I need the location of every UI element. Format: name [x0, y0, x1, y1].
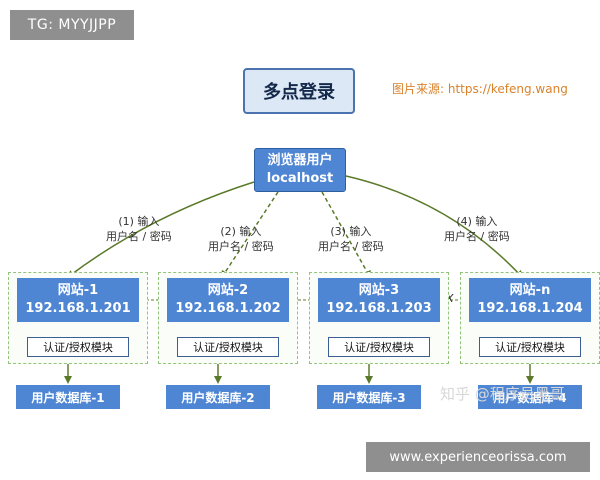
site-3-frame: 网站-3 192.168.1.203 认证/授权模块: [309, 272, 449, 364]
step-number: (3) 输入: [330, 225, 372, 238]
site-ip: 192.168.1.202: [175, 301, 281, 316]
site-3-auth-module: 认证/授权模块: [328, 337, 430, 357]
step-number: (2) 输入: [220, 225, 262, 238]
site-name: 网站-1: [57, 283, 99, 298]
url-badge: www.experienceorissa.com: [366, 442, 590, 472]
site-2-header: 网站-2 192.168.1.202: [167, 278, 289, 322]
step-text: 用户名 / 密码: [106, 230, 172, 243]
image-source-note: 图片来源: https://kefeng.wang: [392, 82, 568, 96]
site-1-auth-module: 认证/授权模块: [27, 337, 129, 357]
site-name: 网站-2: [207, 283, 249, 298]
browser-user-node: 浏览器用户 localhost: [254, 148, 346, 192]
site-n-auth-module: 认证/授权模块: [479, 337, 581, 357]
arrow-browser-site-1: [66, 181, 255, 279]
tg-badge: TG: MYYJJPP: [10, 10, 134, 40]
step-text: 用户名 / 密码: [444, 230, 510, 243]
step-number: (4) 输入: [456, 215, 498, 228]
site-1-frame: 网站-1 192.168.1.201 认证/授权模块: [8, 272, 148, 364]
site-n-header: 网站-n 192.168.1.204: [469, 278, 591, 322]
site-name: 网站-3: [358, 283, 400, 298]
site-ip: 192.168.1.203: [326, 301, 432, 316]
arrow-browser-site-2: [220, 191, 279, 279]
arrow-browser-site-n: [345, 175, 524, 279]
step-text: 用户名 / 密码: [208, 240, 274, 253]
step-label-4: (4) 输入 用户名 / 密码: [444, 214, 510, 244]
zhihu-watermark: 知乎 @程序员黑哥: [440, 385, 565, 403]
step-label-1: (1) 输入 用户名 / 密码: [106, 214, 172, 244]
x-mark-3: X: [446, 292, 454, 305]
site-3-user-database: 用户数据库-3: [317, 385, 421, 409]
step-number: (1) 输入: [118, 215, 160, 228]
browser-user-label: 浏览器用户: [267, 153, 333, 168]
site-2-user-database: 用户数据库-2: [166, 385, 270, 409]
site-3-header: 网站-3 192.168.1.203: [318, 278, 440, 322]
site-n-frame: 网站-n 192.168.1.204 认证/授权模块: [460, 272, 600, 364]
site-ip: 192.168.1.204: [477, 301, 583, 316]
site-name: 网站-n: [509, 283, 551, 298]
diagram-title: 多点登录: [243, 68, 355, 114]
site-ip: 192.168.1.201: [25, 301, 131, 316]
arrow-browser-site-3: [321, 191, 371, 279]
site-1-header: 网站-1 192.168.1.201: [17, 278, 139, 322]
site-2-frame: 网站-2 192.168.1.202 认证/授权模块: [158, 272, 298, 364]
step-text: 用户名 / 密码: [318, 240, 384, 253]
site-1-user-database: 用户数据库-1: [16, 385, 120, 409]
browser-host-label: localhost: [266, 171, 334, 186]
site-2-auth-module: 认证/授权模块: [177, 337, 279, 357]
step-label-3: (3) 输入 用户名 / 密码: [318, 224, 384, 254]
step-label-2: (2) 输入 用户名 / 密码: [208, 224, 274, 254]
site-n-user-database: 用户数据库-4: [478, 385, 582, 409]
